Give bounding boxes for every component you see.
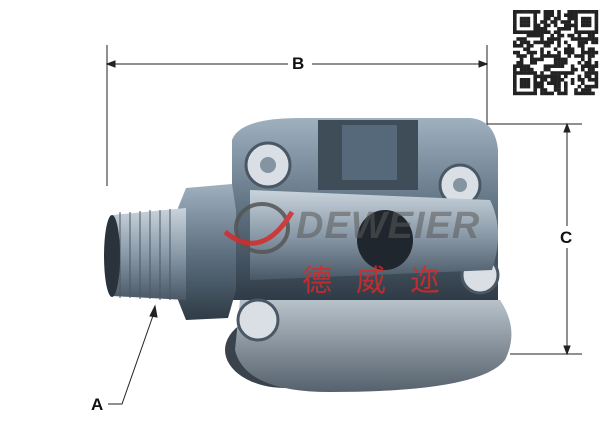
dimension-b-label: B (292, 54, 305, 73)
rotary-joint (104, 118, 512, 392)
qr-code (513, 10, 599, 96)
dimension-c (487, 122, 582, 356)
dimension-b (105, 45, 489, 186)
watermark-logo (223, 202, 295, 254)
dimension-c-label: C (560, 228, 573, 247)
dimension-a-label: A (91, 395, 104, 414)
dimension-a-leader (108, 304, 158, 405)
watermark-chinese: 德威迩 (302, 264, 464, 299)
watermark-brand: DEWEIER (296, 205, 481, 247)
